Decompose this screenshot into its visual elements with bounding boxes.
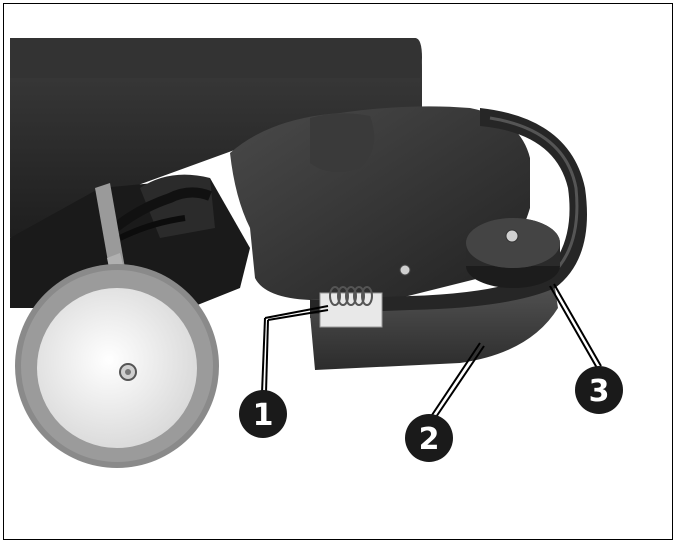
- squeegee-rim: [310, 108, 587, 318]
- callout-1: 1: [239, 305, 329, 438]
- scrubber-illustration: 1 2 3: [10, 38, 623, 468]
- squeegee-cover: [230, 106, 530, 300]
- callout-3-number: 3: [589, 374, 610, 409]
- callout-3: 3: [549, 283, 623, 414]
- machine-photo: 1 2 3: [10, 38, 668, 488]
- main-wheel: [15, 264, 219, 468]
- spring-clamp: [319, 264, 411, 328]
- callout-3-badge: [575, 366, 623, 414]
- callout-2: 2: [405, 342, 485, 462]
- callout-2-number: 2: [419, 422, 440, 457]
- callout-1-badge: [239, 390, 287, 438]
- callout-1-number: 1: [253, 398, 274, 433]
- figure-frame: 1 2 3: [3, 3, 673, 540]
- squeegee-wheel: [466, 218, 560, 288]
- callout-2-badge: [405, 414, 453, 462]
- rubber-blade: [310, 288, 558, 370]
